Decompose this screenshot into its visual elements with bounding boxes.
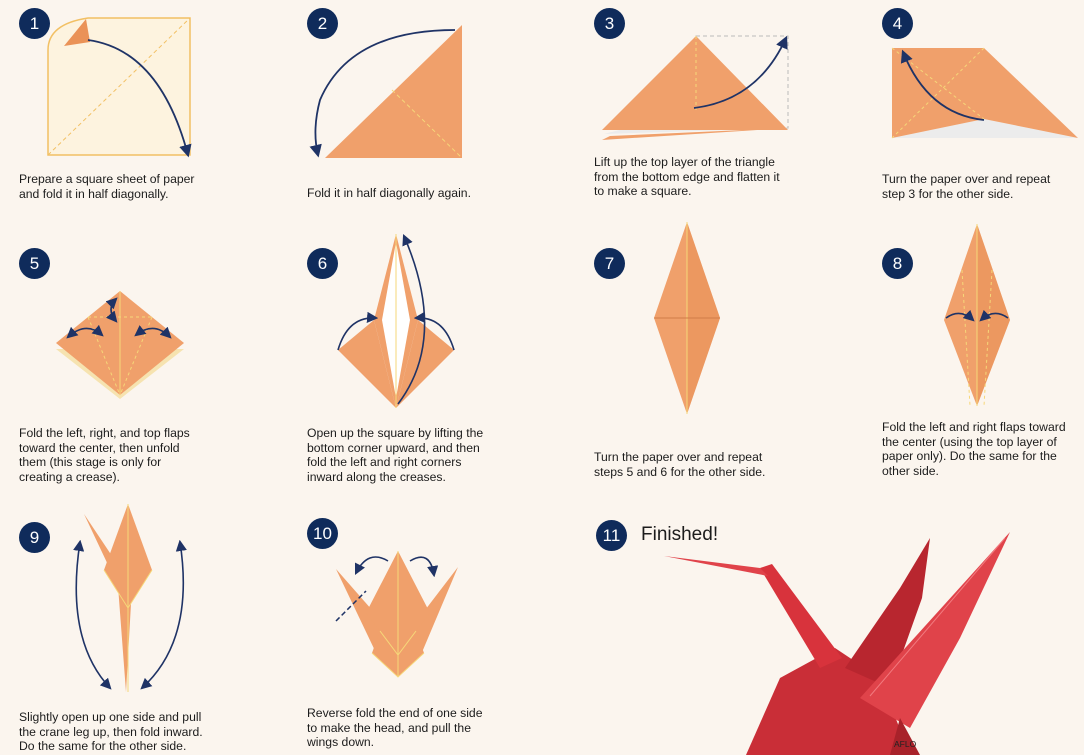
step-badge-10: 10 <box>307 518 338 549</box>
step-badge-11: 11 <box>596 520 627 551</box>
step-8-illustration <box>944 224 1010 407</box>
step-4-illustration <box>891 47 1078 139</box>
step-badge-1: 1 <box>19 8 50 39</box>
finished-title: Finished! <box>641 524 719 545</box>
step-2-caption: Fold it in half diagonally again. <box>307 186 471 200</box>
finished-crane-photo <box>664 532 1010 755</box>
step-badge-6: 6 <box>307 248 338 279</box>
step-6-illustration <box>337 233 455 408</box>
step-badge-5: 5 <box>19 248 50 279</box>
step-badge-7: 7 <box>594 248 625 279</box>
step-1-illustration <box>47 17 192 158</box>
step-9-illustration <box>73 504 187 692</box>
step-5-illustration <box>56 291 184 399</box>
step-3-illustration <box>602 35 789 140</box>
step-badge-2: 2 <box>307 8 338 39</box>
step-2-illustration <box>309 25 463 159</box>
step-7-illustration <box>654 222 720 414</box>
step-badge-4: 4 <box>882 8 913 39</box>
step-badge-3: 3 <box>594 8 625 39</box>
step-10-illustration <box>335 551 458 678</box>
step-badge-9: 9 <box>19 522 50 553</box>
photo-credit: AFLO <box>894 739 917 749</box>
step-badge-8: 8 <box>882 248 913 279</box>
